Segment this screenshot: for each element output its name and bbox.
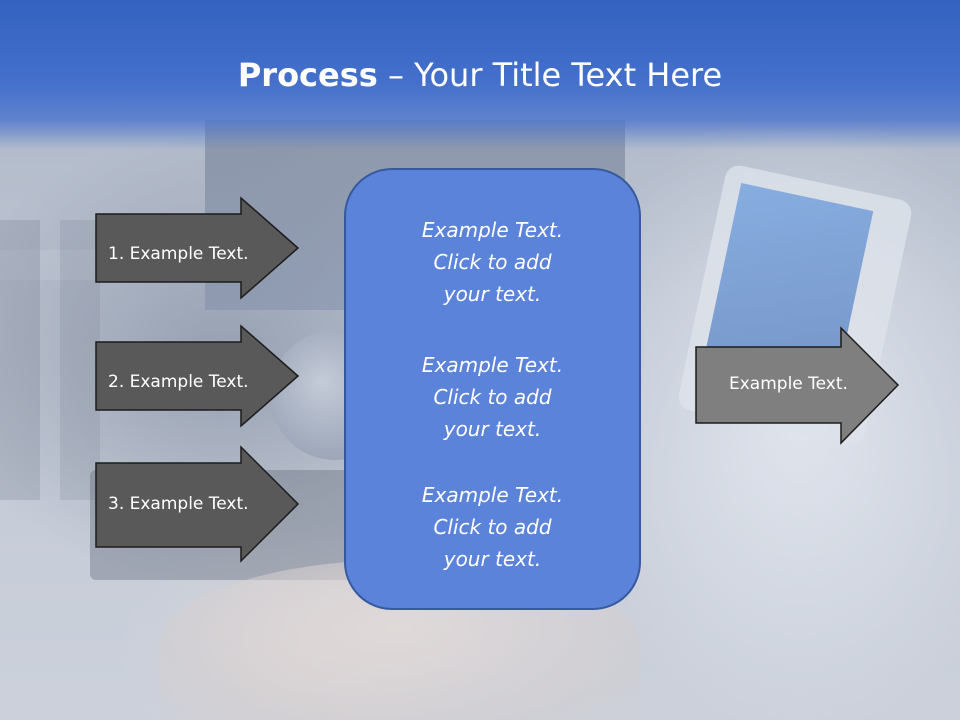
result-arrow[interactable]: Example Text. <box>695 326 900 445</box>
center-block-2-line-1: Example Text. <box>421 353 564 377</box>
step-arrow-2[interactable]: 2. Example Text. <box>95 324 300 428</box>
slide-title-bold: Process <box>237 56 378 94</box>
arrow-shape-2 <box>95 324 300 428</box>
center-block-1-line-2: Click to add <box>433 250 552 274</box>
arrow-shape-1 <box>95 196 300 300</box>
center-text-block-1: Example Text. Click to add your text. <box>346 214 639 310</box>
center-block-3-line-3: your text. <box>443 547 542 571</box>
step-arrow-1[interactable]: 1. Example Text. <box>95 196 300 300</box>
slide-title-rest: – Your Title Text Here <box>377 56 723 94</box>
step-arrow-label-2: 2. Example Text. <box>108 372 249 392</box>
center-block-3-line-1: Example Text. <box>421 483 564 507</box>
step-arrow-label-1: 1. Example Text. <box>108 244 249 264</box>
title-bar <box>0 0 960 150</box>
center-text-block-3: Example Text. Click to add your text. <box>346 479 639 575</box>
step-arrow-3[interactable]: 3. Example Text. <box>95 445 300 563</box>
center-text-block-2: Example Text. Click to add your text. <box>346 349 639 445</box>
result-arrow-shape <box>695 326 900 445</box>
result-arrow-label: Example Text. <box>729 374 848 394</box>
center-block-1-line-3: your text. <box>443 282 542 306</box>
slide-title[interactable]: Process – Your Title Text Here <box>0 52 960 98</box>
center-block-3-line-2: Click to add <box>433 515 552 539</box>
center-block-1-line-1: Example Text. <box>421 218 564 242</box>
center-text-box[interactable]: Example Text. Click to add your text. Ex… <box>344 168 641 610</box>
step-arrow-label-3: 3. Example Text. <box>108 494 249 514</box>
arrow-shape-3 <box>95 445 300 563</box>
center-block-2-line-2: Click to add <box>433 385 552 409</box>
center-block-2-line-3: your text. <box>443 417 542 441</box>
